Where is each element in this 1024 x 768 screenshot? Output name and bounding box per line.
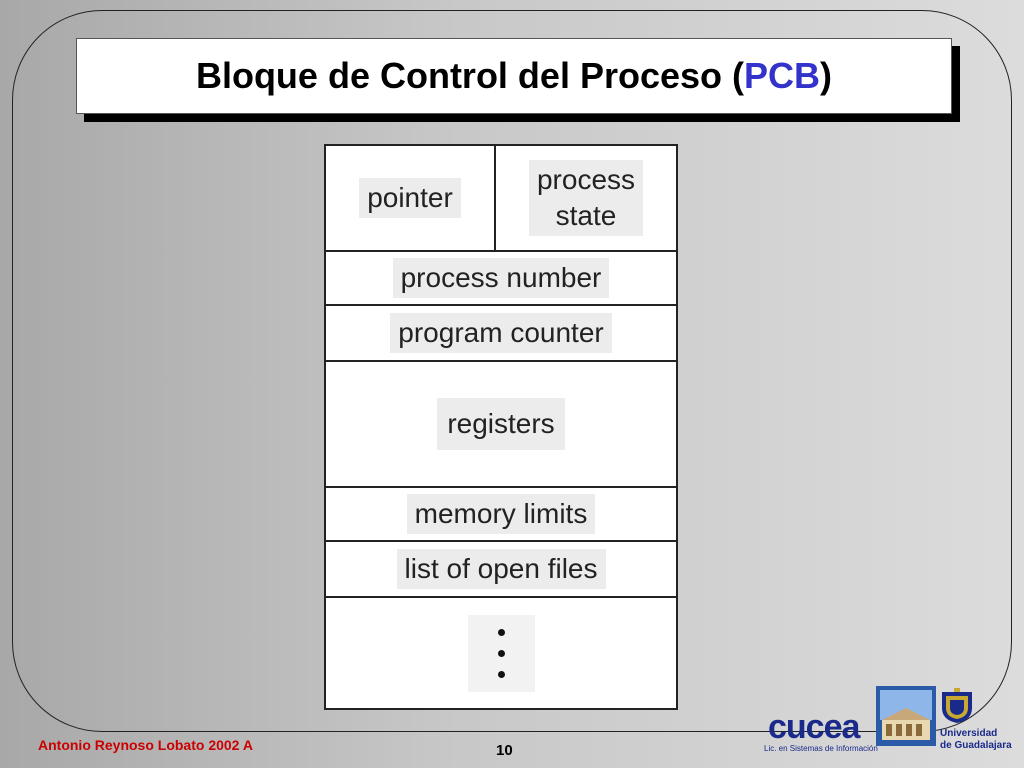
dot-1 xyxy=(497,628,505,636)
cucea-subtitle: Lic. en Sistemas de Información xyxy=(764,744,878,753)
title-main: Bloque de Control del Proceso ( xyxy=(195,55,745,96)
pcb-row-open-files: list of open files xyxy=(326,540,676,596)
pcb-process-number-label: process number xyxy=(392,258,610,298)
ellipsis-dots xyxy=(467,614,535,692)
pcb-memory-limits-label: memory limits xyxy=(406,494,596,534)
pcb-pointer-label: pointer xyxy=(359,178,461,218)
title-end: ) xyxy=(820,55,833,96)
pcb-row-header: pointer process state xyxy=(326,146,676,250)
pcb-program-counter-label: program counter xyxy=(390,313,612,353)
pcb-registers-label: registers xyxy=(437,398,565,450)
title-accent: PCB xyxy=(744,55,821,96)
pcb-row-program-counter: program counter xyxy=(326,304,676,360)
pcb-process-state-line1: process xyxy=(536,164,636,195)
pcb-row-process-number: process number xyxy=(326,250,676,304)
cucea-logo-text: cucea xyxy=(768,708,860,746)
pcb-diagram: pointer process state process number pro… xyxy=(324,144,678,710)
pcb-row-memory-limits: memory limits xyxy=(326,486,676,540)
pcb-process-state-label: process state xyxy=(528,160,644,236)
page-number: 10 xyxy=(496,742,513,759)
slide-frame xyxy=(12,10,1012,732)
pcb-cell-pointer: pointer xyxy=(326,146,496,250)
logo-area: cucea Lic. en Sistemas de Información Un… xyxy=(760,684,1020,764)
pcb-row-registers: registers xyxy=(326,360,676,486)
building-icon xyxy=(876,686,936,746)
udg-line2: de Guadalajara xyxy=(940,740,1012,751)
udg-logo-text: Universidad de Guadalajara xyxy=(940,728,1012,752)
pcb-process-state-line2: state xyxy=(555,200,617,231)
pcb-cell-process-state: process state xyxy=(496,146,676,250)
pcb-open-files-label: list of open files xyxy=(396,549,606,589)
dot-3 xyxy=(497,670,505,678)
pcb-row-ellipsis xyxy=(326,596,676,708)
slide-title: Bloque de Control del Proceso (PCB) xyxy=(76,38,952,114)
university-seal-icon xyxy=(942,688,972,723)
udg-line1: Universidad xyxy=(940,728,998,739)
footer-author: Antonio Reynoso Lobato 2002 A xyxy=(38,737,253,753)
dot-2 xyxy=(497,649,505,657)
